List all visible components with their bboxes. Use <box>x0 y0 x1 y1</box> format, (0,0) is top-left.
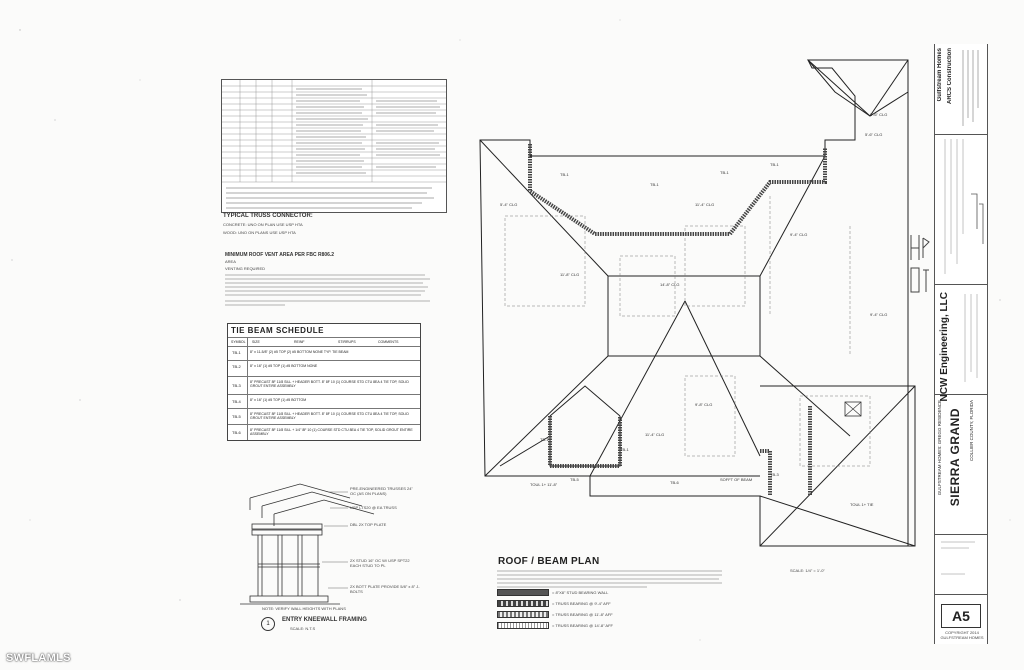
mls-watermark: SWFLAMLS <box>6 652 71 664</box>
tie-beam-title: TIE BEAM SCHEDULE <box>231 326 324 335</box>
vent-required-label: VENTING REQUIRED <box>225 266 266 271</box>
plan-scale: SCALE: 1/4" = 1'-0" <box>790 568 825 573</box>
svg-text:11'-8" CLG: 11'-8" CLG <box>560 272 579 277</box>
project-area: GULFSTREAM HOMES: GREGG RESIDENCE SIERRA… <box>935 394 987 535</box>
svg-text:TB-5: TB-5 <box>570 477 579 482</box>
legend-swatch-1 <box>497 589 549 596</box>
svg-text:TB-1: TB-1 <box>560 172 569 177</box>
kneewall-scale: SCALE: N.T.S <box>290 626 316 631</box>
plan-notes-lines <box>497 570 722 588</box>
kneewall-note-2: USP LTS20 @ EA TRUSS <box>350 505 397 510</box>
project-county: COLLIER COUNTY, FLORIDA <box>969 400 974 461</box>
plan-review-stamp <box>910 235 930 293</box>
connector-title: TYPICAL TRUSS CONNECTOR: <box>223 213 313 219</box>
roof-beam-plan-drawing: TB-1TB-1TB-1 TB-1TB-1TB-1 TB-5TB-6TB-3 5… <box>479 59 916 547</box>
detail-number-circle: 1 <box>261 617 275 631</box>
svg-text:TB-1: TB-1 <box>620 447 629 452</box>
kneewall-note-5: 2X BOTT PLATE PROVIDE 5/8" x 8" J-BOLTS <box>350 584 420 594</box>
tb-header-reinf: REINF <box>294 340 305 344</box>
tb-header-size: SIZE <box>252 340 260 344</box>
connector-table-grid <box>222 80 446 209</box>
legend-swatch-2 <box>497 600 549 607</box>
builder-logo-area: Gulfstream Homes ARCS Construction <box>935 44 987 135</box>
svg-text:9'-8" CLG: 9'-8" CLG <box>695 402 712 407</box>
legend-label-2: = TRUSS BEARING @ 9'-4" AFF <box>552 601 611 606</box>
svg-text:TOUL 1+ 11'-8": TOUL 1+ 11'-8" <box>530 482 558 487</box>
title-block: Gulfstream Homes ARCS Construction NCW E… <box>934 44 988 644</box>
tb-header-stirrups: STIRRUPS <box>338 340 356 344</box>
kneewall-note-3: DBL 2X TOP PLATE <box>350 522 387 527</box>
revision-area <box>935 134 987 285</box>
sheet-number: A5 <box>941 604 981 628</box>
kneewall-note-1: PRE-ENGINEERED TRUSSES 24" OC (AS ON PLA… <box>350 486 413 496</box>
project-client: GULFSTREAM HOMES: GREGG RESIDENCE <box>937 400 942 496</box>
connector-note-1: CONCRETE: UNO ON PLAN USE USP HTA <box>223 222 303 227</box>
svg-text:TB-3: TB-3 <box>770 472 779 477</box>
engineer-name: NCW Engineering, LLC <box>939 292 950 402</box>
svg-text:9'-4" CLG: 9'-4" CLG <box>790 232 807 237</box>
builder-address-lines <box>962 50 979 126</box>
tb-header-comments: COMMENTS <box>378 340 399 344</box>
tb-header-symbol: SYMBOL <box>231 340 246 344</box>
svg-text:TOUL 1+ TIE: TOUL 1+ TIE <box>850 502 874 507</box>
builder-name-2: ARCS Construction <box>947 48 953 104</box>
engineer-info-lines <box>964 294 978 382</box>
project-name: SIERRA GRAND <box>948 408 962 507</box>
svg-text:TB-1: TB-1 <box>540 437 549 442</box>
kneewall-verify-note: NOTE: VERIFY WALL HEIGHTS WITH PLANS <box>262 606 346 611</box>
svg-text:9'-4" CLG: 9'-4" CLG <box>870 312 887 317</box>
kneewall-title: ENTRY KNEEWALL FRAMING <box>282 617 367 623</box>
connector-note-2: WOOD: UNO ON PLANS USE USP HTA <box>223 230 296 235</box>
svg-text:14'-8" CLG: 14'-8" CLG <box>660 282 680 287</box>
svg-text:TB-1: TB-1 <box>720 170 729 175</box>
tie-beam-schedule: TIE BEAM SCHEDULE SYMBOL SIZE REINF STIR… <box>227 323 421 441</box>
legend-label-4: = TRUSS BEARING @ 14'-8" AFF <box>552 623 613 628</box>
vent-area-label: AREA <box>225 259 236 264</box>
plan-title: ROOF / BEAM PLAN <box>498 556 600 567</box>
svg-text:5'-6" CLG: 5'-6" CLG <box>870 112 887 117</box>
legend-swatch-3 <box>497 611 549 618</box>
engineer-area: NCW Engineering, LLC <box>935 284 987 401</box>
svg-text:5'-6" CLG: 5'-6" CLG <box>865 132 882 137</box>
svg-text:5'-4" CLG: 5'-4" CLG <box>500 202 517 207</box>
vent-notes-lines <box>225 274 430 306</box>
legend-swatch-4 <box>497 622 549 629</box>
builder-name-1: Gulfstream Homes <box>937 48 943 102</box>
kneewall-framing-detail <box>240 483 375 605</box>
revision-lines <box>944 139 984 274</box>
legend-label-1: = 8"X8" STUD BEARING WALL <box>552 590 609 595</box>
svg-text:TB-1: TB-1 <box>770 162 779 167</box>
date-lines <box>941 541 975 575</box>
copyright-stamp: COPYRIGHT 2014 GULFSTREAM HOMES <box>940 630 984 640</box>
svg-text:11'-4" CLG: 11'-4" CLG <box>645 432 664 437</box>
truss-connector-table <box>221 79 447 213</box>
legend-label-3: = TRUSS BEARING @ 11'-8" AFF <box>552 612 613 617</box>
svg-text:SOFFT OF BEAM: SOFFT OF BEAM <box>720 477 752 482</box>
svg-text:11'-4" CLG: 11'-4" CLG <box>695 202 714 207</box>
kneewall-note-4: 2X STUD 16" OC W/ USP SPT22 EACH STUD TO… <box>350 558 410 568</box>
vent-title: MINIMUM ROOF VENT AREA PER FBC R806.2 <box>225 252 335 258</box>
svg-text:TB-1: TB-1 <box>650 182 659 187</box>
svg-text:TB-6: TB-6 <box>670 480 679 485</box>
date-area <box>935 534 987 595</box>
